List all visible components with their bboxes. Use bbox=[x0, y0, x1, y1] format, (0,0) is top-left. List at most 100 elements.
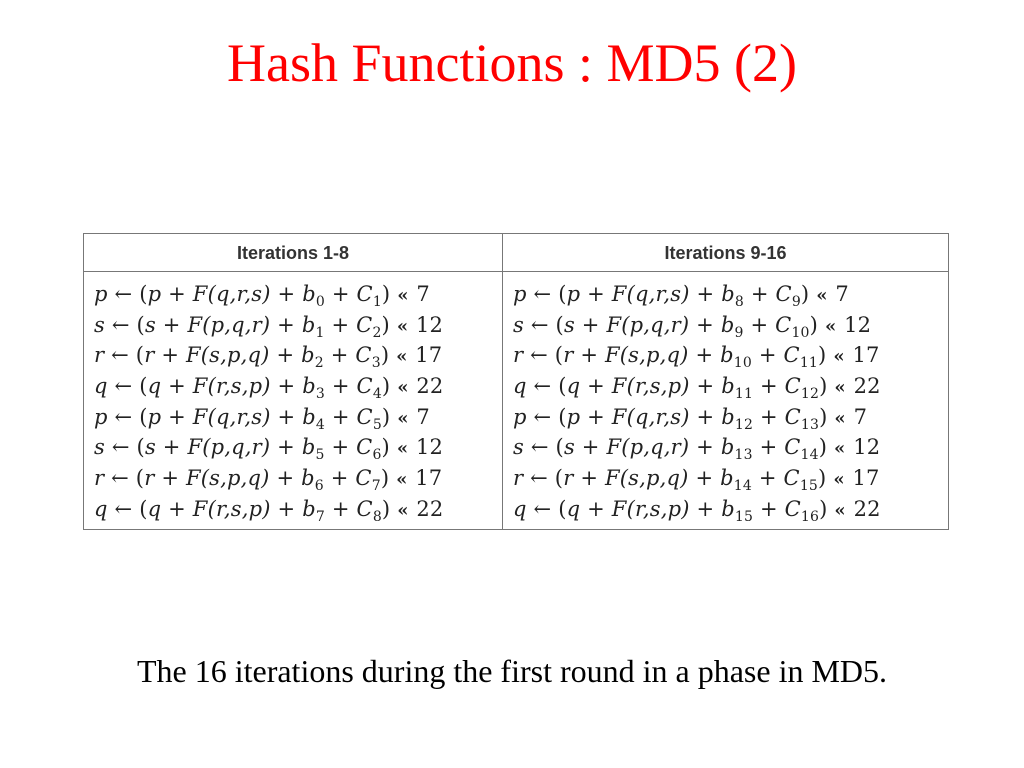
formula-args: p + F(q,r,s) bbox=[147, 282, 271, 306]
formula-lhs: s bbox=[513, 435, 524, 460]
formula-args: q + F(r,s,p) bbox=[147, 496, 271, 521]
shift-amount: 12 bbox=[844, 312, 872, 337]
formula-row: q ← (q + F(r,s,p) + b11 + C12) « 22 bbox=[513, 374, 881, 403]
rotate-left-symbol: « bbox=[396, 346, 407, 368]
formula-row: q ← (q + F(r,s,p) + b7 + C8) « 22 bbox=[94, 496, 444, 525]
formula-args: q + F(r,s,p) bbox=[566, 374, 690, 399]
block-index: 8 bbox=[734, 294, 744, 310]
constant-index: 8 bbox=[372, 508, 382, 525]
formula-row: s ← (s + F(p,q,r) + b1 + C2) « 12 bbox=[94, 312, 444, 341]
column-header: Iterations 9-16 bbox=[503, 234, 948, 272]
formula-args: r + F(s,p,q) bbox=[563, 343, 689, 368]
slide-title: Hash Functions : MD5 (2) bbox=[227, 33, 797, 93]
formula-args: q + F(r,s,p) bbox=[147, 374, 271, 399]
constant-index: 2 bbox=[372, 324, 382, 341]
constant-var: C bbox=[784, 404, 801, 429]
table-column-1: Iterations 1-8 p ← (p + F(q,r,s) + b0 + … bbox=[84, 234, 503, 529]
formula-lhs: p bbox=[513, 404, 527, 429]
formula-row: r ← (r + F(s,p,q) + b14 + C15) « 17 bbox=[513, 466, 880, 495]
constant-var: C bbox=[775, 282, 792, 306]
rotate-left-symbol: « bbox=[833, 346, 844, 368]
block-index: 14 bbox=[733, 478, 752, 495]
formula-args: r + F(s,p,q) bbox=[144, 343, 270, 368]
constant-var: C bbox=[783, 466, 800, 491]
constant-index: 6 bbox=[372, 447, 382, 464]
constant-index: 13 bbox=[800, 416, 820, 433]
block-index: 5 bbox=[315, 447, 325, 464]
constant-index: 15 bbox=[799, 478, 819, 495]
rotate-left-symbol: « bbox=[397, 285, 408, 306]
shift-amount: 22 bbox=[416, 374, 444, 399]
shift-amount: 12 bbox=[415, 435, 444, 460]
formula-args: p + F(q,r,s) bbox=[566, 282, 690, 306]
block-var: b bbox=[301, 343, 315, 368]
constant-var: C bbox=[356, 312, 373, 337]
formula-row: r ← (r + F(s,p,q) + b10 + C11) « 17 bbox=[513, 343, 880, 372]
formula-args: q + F(r,s,p) bbox=[566, 496, 690, 521]
shift-amount: 7 bbox=[835, 282, 849, 306]
formula-row: p ← (p + F(q,r,s) + b0 + C1) « 7 bbox=[94, 282, 430, 310]
shift-amount: 7 bbox=[853, 404, 868, 429]
block-var: b bbox=[721, 404, 735, 429]
block-index: 3 bbox=[315, 386, 325, 403]
block-index: 15 bbox=[734, 508, 754, 525]
block-var: b bbox=[720, 466, 734, 491]
shift-amount: 7 bbox=[416, 282, 430, 306]
constant-var: C bbox=[356, 496, 373, 521]
formula-row: p ← (p + F(q,r,s) + b12 + C13) « 7 bbox=[513, 404, 868, 433]
shift-amount: 17 bbox=[852, 466, 880, 491]
block-var: b bbox=[721, 374, 735, 399]
block-index: 10 bbox=[733, 355, 752, 372]
formula-lhs: p bbox=[94, 282, 108, 306]
block-var: b bbox=[721, 282, 735, 306]
formula-row: r ← (r + F(s,p,q) + b2 + C3) « 17 bbox=[94, 343, 443, 372]
formula-row: p ← (p + F(q,r,s) + b4 + C5) « 7 bbox=[94, 404, 430, 433]
block-var: b bbox=[302, 282, 316, 306]
constant-index: 9 bbox=[791, 294, 801, 310]
formula-args: s + F(p,q,r) bbox=[144, 312, 271, 337]
constant-index: 12 bbox=[800, 386, 820, 403]
block-index: 12 bbox=[734, 416, 754, 433]
block-index: 4 bbox=[315, 416, 325, 433]
constant-index: 3 bbox=[371, 355, 381, 372]
constant-index: 1 bbox=[372, 294, 382, 310]
block-var: b bbox=[302, 374, 316, 399]
block-index: 11 bbox=[734, 386, 754, 403]
constant-index: 10 bbox=[791, 324, 810, 341]
formula-row: s ← (s + F(p,q,r) + b13 + C14) « 12 bbox=[513, 435, 881, 464]
formula-lhs: s bbox=[94, 312, 105, 337]
rotate-left-symbol: « bbox=[397, 377, 408, 399]
formula-lhs: r bbox=[513, 343, 524, 368]
formula-lhs: r bbox=[94, 343, 105, 368]
formula-lhs: q bbox=[513, 374, 527, 399]
shift-amount: 12 bbox=[853, 435, 881, 460]
constant-var: C bbox=[356, 404, 373, 429]
formula-lhs: p bbox=[513, 282, 527, 306]
constant-index: 4 bbox=[372, 386, 382, 403]
formula-lhs: r bbox=[94, 466, 105, 491]
iterations-table: Iterations 1-8 p ← (p + F(q,r,s) + b0 + … bbox=[83, 233, 949, 530]
formula-row: q ← (q + F(r,s,p) + b15 + C16) « 22 bbox=[513, 496, 881, 525]
rotate-left-symbol: « bbox=[834, 499, 845, 521]
block-var: b bbox=[302, 404, 316, 429]
formula-lhs: q bbox=[94, 496, 108, 521]
constant-var: C bbox=[356, 374, 373, 399]
rotate-left-symbol: « bbox=[834, 407, 845, 429]
rotate-left-symbol: « bbox=[396, 469, 407, 491]
shift-amount: 17 bbox=[415, 466, 443, 491]
formula-args: r + F(s,p,q) bbox=[144, 466, 270, 491]
formula-args: s + F(p,q,r) bbox=[563, 435, 690, 460]
slide-caption: The 16 iterations during the first round… bbox=[136, 653, 888, 689]
table-column-2: Iterations 9-16 p ← (p + F(q,r,s) + b8 +… bbox=[503, 234, 948, 529]
block-var: b bbox=[301, 466, 315, 491]
rotate-left-symbol: « bbox=[396, 315, 408, 337]
block-var: b bbox=[721, 496, 735, 521]
constant-var: C bbox=[784, 496, 801, 521]
block-index: 1 bbox=[315, 324, 325, 341]
rotate-left-symbol: « bbox=[396, 438, 408, 460]
formula-args: r + F(s,p,q) bbox=[563, 466, 689, 491]
formula-lhs: q bbox=[513, 496, 527, 521]
